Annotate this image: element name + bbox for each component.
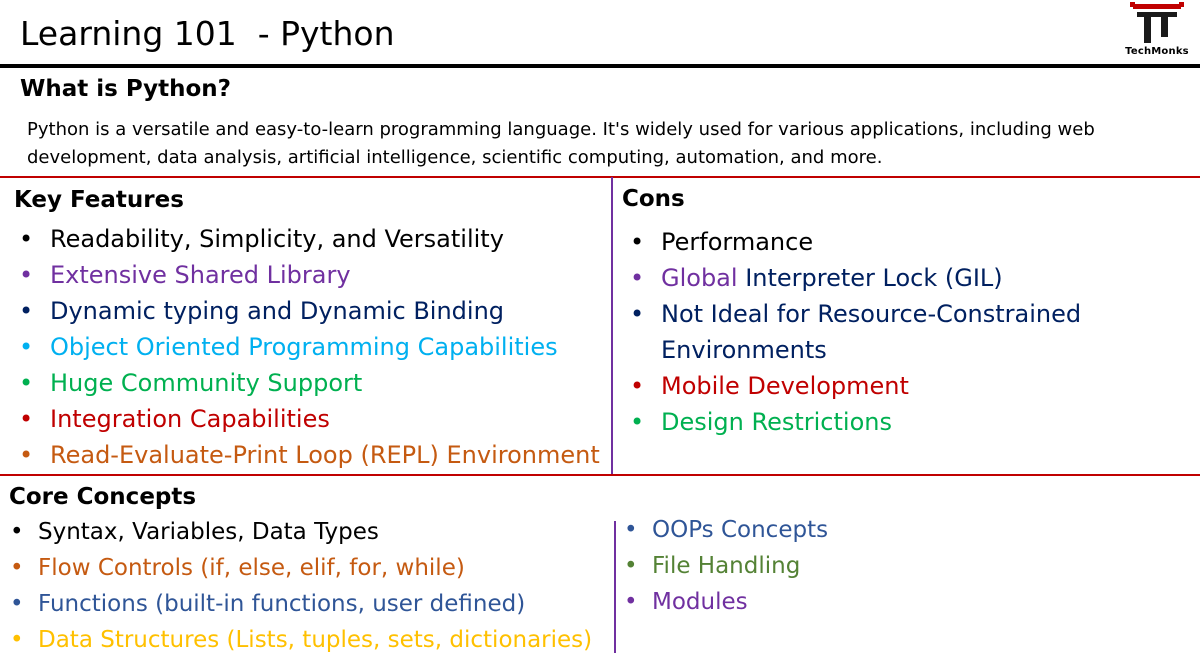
list-item: •Functions (built-in functions, user def… — [8, 586, 592, 622]
list-item: •Integration Capabilities — [14, 401, 600, 437]
column-divider-top — [611, 177, 613, 474]
list-item: •Read-Evaluate-Print Loop (REPL) Environ… — [14, 437, 600, 473]
list-item: •Data Structures (Lists, tuples, sets, d… — [8, 622, 592, 658]
cons-list: •Performance •Global Interpreter Lock (G… — [625, 224, 1081, 440]
core-concepts-right-list: •OOPs Concepts •File Handling •Modules — [622, 512, 828, 620]
list-item: •Mobile Development — [625, 368, 1081, 404]
bullet-icon: • — [19, 369, 34, 397]
list-item: •Modules — [622, 584, 828, 620]
section-divider-top — [0, 176, 1200, 178]
logo-text: TechMonks — [1125, 46, 1189, 57]
list-item: •Dynamic typing and Dynamic Binding — [14, 293, 600, 329]
bullet-icon: • — [19, 225, 34, 253]
list-item: •Performance — [625, 224, 1081, 260]
bullet-icon: • — [624, 517, 638, 543]
bullet-icon: • — [624, 553, 638, 579]
list-item: •Global Interpreter Lock (GIL) — [625, 260, 1081, 296]
key-features-list: •Readability, Simplicity, and Versatilit… — [14, 221, 600, 473]
techmonks-logo-icon — [1130, 2, 1184, 43]
list-item: •Object Oriented Programming Capabilitie… — [14, 329, 600, 365]
key-features-heading: Key Features — [14, 187, 184, 213]
core-concepts-heading: Core Concepts — [9, 484, 197, 510]
list-item: •OOPs Concepts — [622, 512, 828, 548]
bullet-icon: • — [630, 228, 645, 256]
list-item: •Extensive Shared Library — [14, 257, 600, 293]
page-title: Learning 101 - Python — [20, 14, 395, 53]
bullet-icon: • — [10, 591, 24, 617]
bullet-icon: • — [19, 297, 34, 325]
title-divider — [0, 64, 1200, 68]
bullet-icon: • — [19, 441, 34, 469]
bullet-icon: • — [630, 264, 645, 292]
section-divider-bottom — [0, 474, 1200, 476]
list-item: •Syntax, Variables, Data Types — [8, 514, 592, 550]
cons-heading: Cons — [622, 186, 685, 212]
intro-heading: What is Python? — [20, 76, 232, 102]
column-divider-bottom — [614, 521, 616, 653]
bullet-icon: • — [19, 261, 34, 289]
list-item: •Huge Community Support — [14, 365, 600, 401]
list-item: •Flow Controls (if, else, elif, for, whi… — [8, 550, 592, 586]
core-concepts-left-list: •Syntax, Variables, Data Types •Flow Con… — [8, 514, 592, 658]
bullet-icon: • — [10, 519, 24, 545]
bullet-icon: • — [630, 372, 645, 400]
bullet-icon: • — [19, 333, 34, 361]
intro-body: Python is a versatile and easy-to-learn … — [27, 119, 1095, 168]
bullet-icon: • — [19, 405, 34, 433]
bullet-icon: • — [624, 589, 638, 615]
bullet-icon: • — [630, 408, 645, 436]
list-item: •File Handling — [622, 548, 828, 584]
bullet-icon: • — [10, 627, 24, 653]
techmonks-logo: TechMonks — [1122, 0, 1192, 62]
list-item: •Design Restrictions — [625, 404, 1081, 440]
bullet-icon: • — [630, 300, 645, 328]
bullet-icon: • — [10, 555, 24, 581]
list-item: •Readability, Simplicity, and Versatilit… — [14, 221, 600, 257]
